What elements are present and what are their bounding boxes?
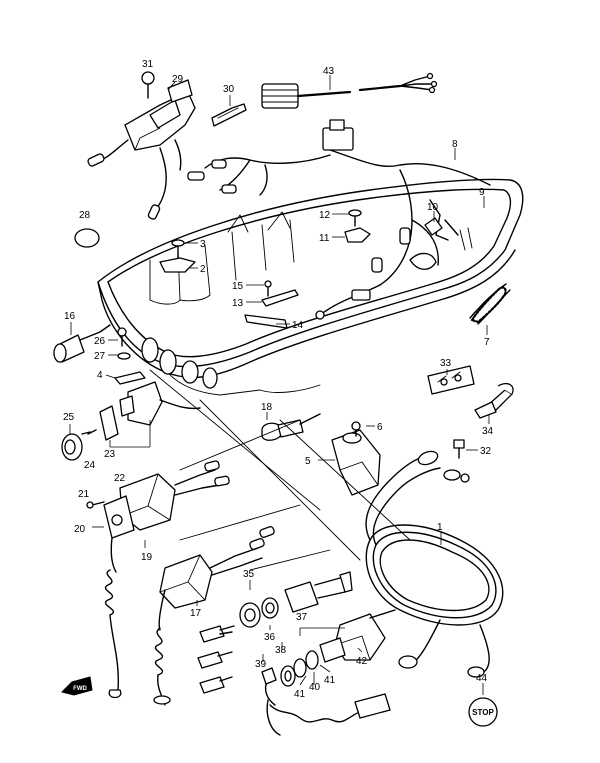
- callout-40: 40: [309, 682, 321, 693]
- callout-26: 26: [94, 336, 106, 347]
- part-32: [453, 439, 478, 459]
- callout-41a: 41: [324, 675, 336, 686]
- callout-17: 17: [190, 608, 202, 619]
- construction-lines: [149, 369, 411, 571]
- callout-33: 33: [440, 358, 452, 369]
- part-30-clip: [211, 95, 247, 127]
- callout-8: 8: [452, 139, 458, 150]
- part-2-3-mount: [159, 239, 198, 273]
- callout-7: 7: [484, 337, 490, 348]
- callout-23: 23: [104, 449, 116, 460]
- callout-9: 9: [479, 187, 485, 198]
- callout-14: 14: [292, 320, 304, 331]
- callout-3: 3: [200, 239, 206, 250]
- callout-35: 35: [243, 569, 255, 580]
- callout-28: 28: [79, 210, 91, 221]
- callout-10: 10: [427, 202, 439, 213]
- part-24-25: [61, 424, 97, 461]
- callout-24: 24: [84, 460, 96, 471]
- callout-34: 34: [482, 426, 494, 437]
- callout-43: 43: [323, 66, 335, 77]
- part-5-6-bracket: [318, 421, 381, 496]
- lower-cover: [97, 178, 524, 396]
- callout-12: 12: [319, 210, 331, 221]
- callout-44: 44: [476, 673, 488, 684]
- stop-switch-icon: [468, 697, 498, 727]
- part-44-stop: STOP: [468, 683, 498, 727]
- part-37-42-stop-switch: [261, 609, 396, 736]
- callout-39: 39: [255, 659, 267, 670]
- callout-13: 13: [232, 298, 244, 309]
- part-4-22-23-switch: [99, 371, 201, 448]
- part-26-27: [108, 327, 131, 360]
- part-13-14-15-clamps: [244, 280, 299, 329]
- part-16-grommet: [53, 322, 111, 363]
- callout-31: 31: [142, 59, 154, 70]
- callout-38: 38: [275, 645, 287, 656]
- callout-37: 37: [296, 612, 308, 623]
- callout-22: 22: [114, 473, 126, 484]
- part-18-plug: [261, 412, 321, 441]
- callout-29: 29: [172, 74, 184, 85]
- part-1-harness: [365, 450, 504, 678]
- part-34-lever: [474, 382, 514, 424]
- callout-11: 11: [319, 233, 330, 244]
- part-17-switch: [153, 526, 275, 706]
- callout-21: 21: [78, 489, 90, 500]
- callout-36: 36: [264, 632, 276, 643]
- callout-20: 20: [74, 524, 86, 535]
- forward-arrow-icon: FWD: [61, 676, 93, 696]
- stop-label: STOP: [472, 708, 494, 717]
- fwd-label: FWD: [73, 686, 87, 692]
- callouts: 31 29 30 43 8 9 10 12 11 28 3 2 15 13 14…: [63, 59, 494, 700]
- callout-18: 18: [261, 402, 273, 413]
- callout-1: 1: [437, 522, 443, 533]
- callout-32: 32: [480, 446, 492, 457]
- callout-30: 30: [223, 84, 235, 95]
- part-29-bracket: [87, 71, 196, 220]
- part-11-12: [332, 209, 371, 243]
- callout-15: 15: [232, 281, 244, 292]
- callout-41b: 41: [294, 689, 306, 700]
- callout-2: 2: [200, 264, 206, 275]
- part-35-36: [239, 571, 353, 630]
- callout-16: 16: [64, 311, 76, 322]
- callout-4: 4: [97, 370, 103, 381]
- wiring-harness: [187, 119, 491, 320]
- callout-6: 6: [377, 422, 383, 433]
- callout-19: 19: [141, 552, 153, 563]
- callout-5: 5: [305, 456, 311, 467]
- callout-42: 42: [356, 656, 368, 667]
- callout-25: 25: [63, 412, 75, 423]
- part-33-decal: [427, 365, 475, 395]
- callout-27: 27: [94, 351, 106, 362]
- part-43-harness: [261, 72, 438, 109]
- part-7-spring: [469, 283, 511, 335]
- part-19-20-21-ignition: [86, 460, 230, 699]
- keys: [197, 625, 235, 694]
- part-28-grommet: [74, 228, 100, 248]
